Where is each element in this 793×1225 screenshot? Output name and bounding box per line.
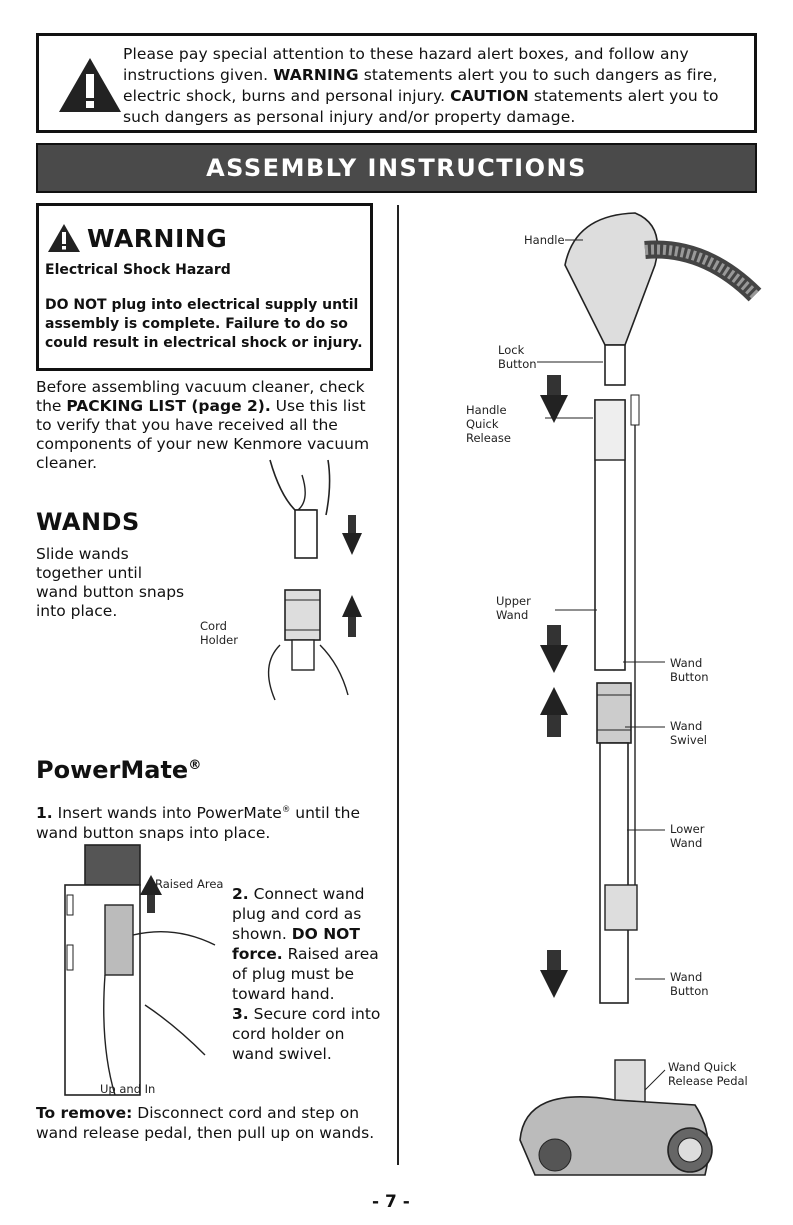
warning-title: WARNING	[87, 223, 228, 253]
plug-connect-illustration	[64, 844, 216, 1096]
label-wand-button-1: Wand Button	[670, 656, 709, 684]
warning-heading: WARNING	[47, 220, 227, 256]
wands-heading: WANDS	[36, 508, 140, 536]
warning-triangle-icon	[48, 224, 80, 252]
wands-instructions: Slide wands together until wand button s…	[36, 545, 185, 620]
powermate-step-2: 2. Connect wand plug and cord as shown. …	[232, 885, 379, 1003]
up-and-in-label: Up and In	[100, 1082, 156, 1096]
warning-subtitle: Electrical Shock Hazard	[45, 262, 231, 278]
remove-instructions: To remove: Disconnect cord and step on w…	[36, 1104, 375, 1142]
page-number: - 7 -	[372, 1192, 410, 1212]
column-divider	[397, 205, 399, 1165]
electrical-warning-box: WARNING Electrical Shock Hazard DO NOT p…	[36, 203, 373, 371]
hazard-alert-box: Please pay special attention to these ha…	[36, 33, 757, 133]
section-banner: ASSEMBLY INSTRUCTIONS	[36, 143, 757, 193]
label-wand-swivel: Wand Swivel	[670, 719, 707, 747]
raised-area-label: Raised Area	[155, 877, 224, 891]
label-wand-button-2: Wand Button	[670, 970, 709, 998]
warning-triangle-icon	[59, 58, 121, 112]
label-lock-button: Lock Button	[498, 343, 537, 371]
wands-join-illustration	[267, 459, 362, 701]
intro-paragraph: Before assembling vacuum cleaner, check …	[36, 378, 370, 472]
wand-assembly-diagram	[519, 212, 762, 1176]
label-handle-quick-release: Handle Quick Release	[466, 403, 511, 445]
cord-holder-label: Cord Holder	[200, 619, 238, 647]
label-handle: Handle	[524, 233, 565, 247]
powermate-heading: PowerMate®	[36, 756, 202, 784]
warning-body: DO NOT plug into electrical supply until…	[45, 297, 363, 351]
label-lower-wand: Lower Wand	[670, 822, 705, 850]
banner-title: ASSEMBLY INSTRUCTIONS	[206, 154, 587, 182]
label-upper-wand: Upper Wand	[496, 594, 531, 622]
powermate-step-3: 3. Secure cord into cord holder on wand …	[232, 1005, 381, 1063]
powermate-step-1: 1. Insert wands into PowerMate® until th…	[36, 804, 360, 843]
label-wand-quick-release-pedal: Wand Quick Release Pedal	[668, 1060, 748, 1088]
hazard-alert-text: Please pay special attention to these ha…	[123, 45, 719, 126]
